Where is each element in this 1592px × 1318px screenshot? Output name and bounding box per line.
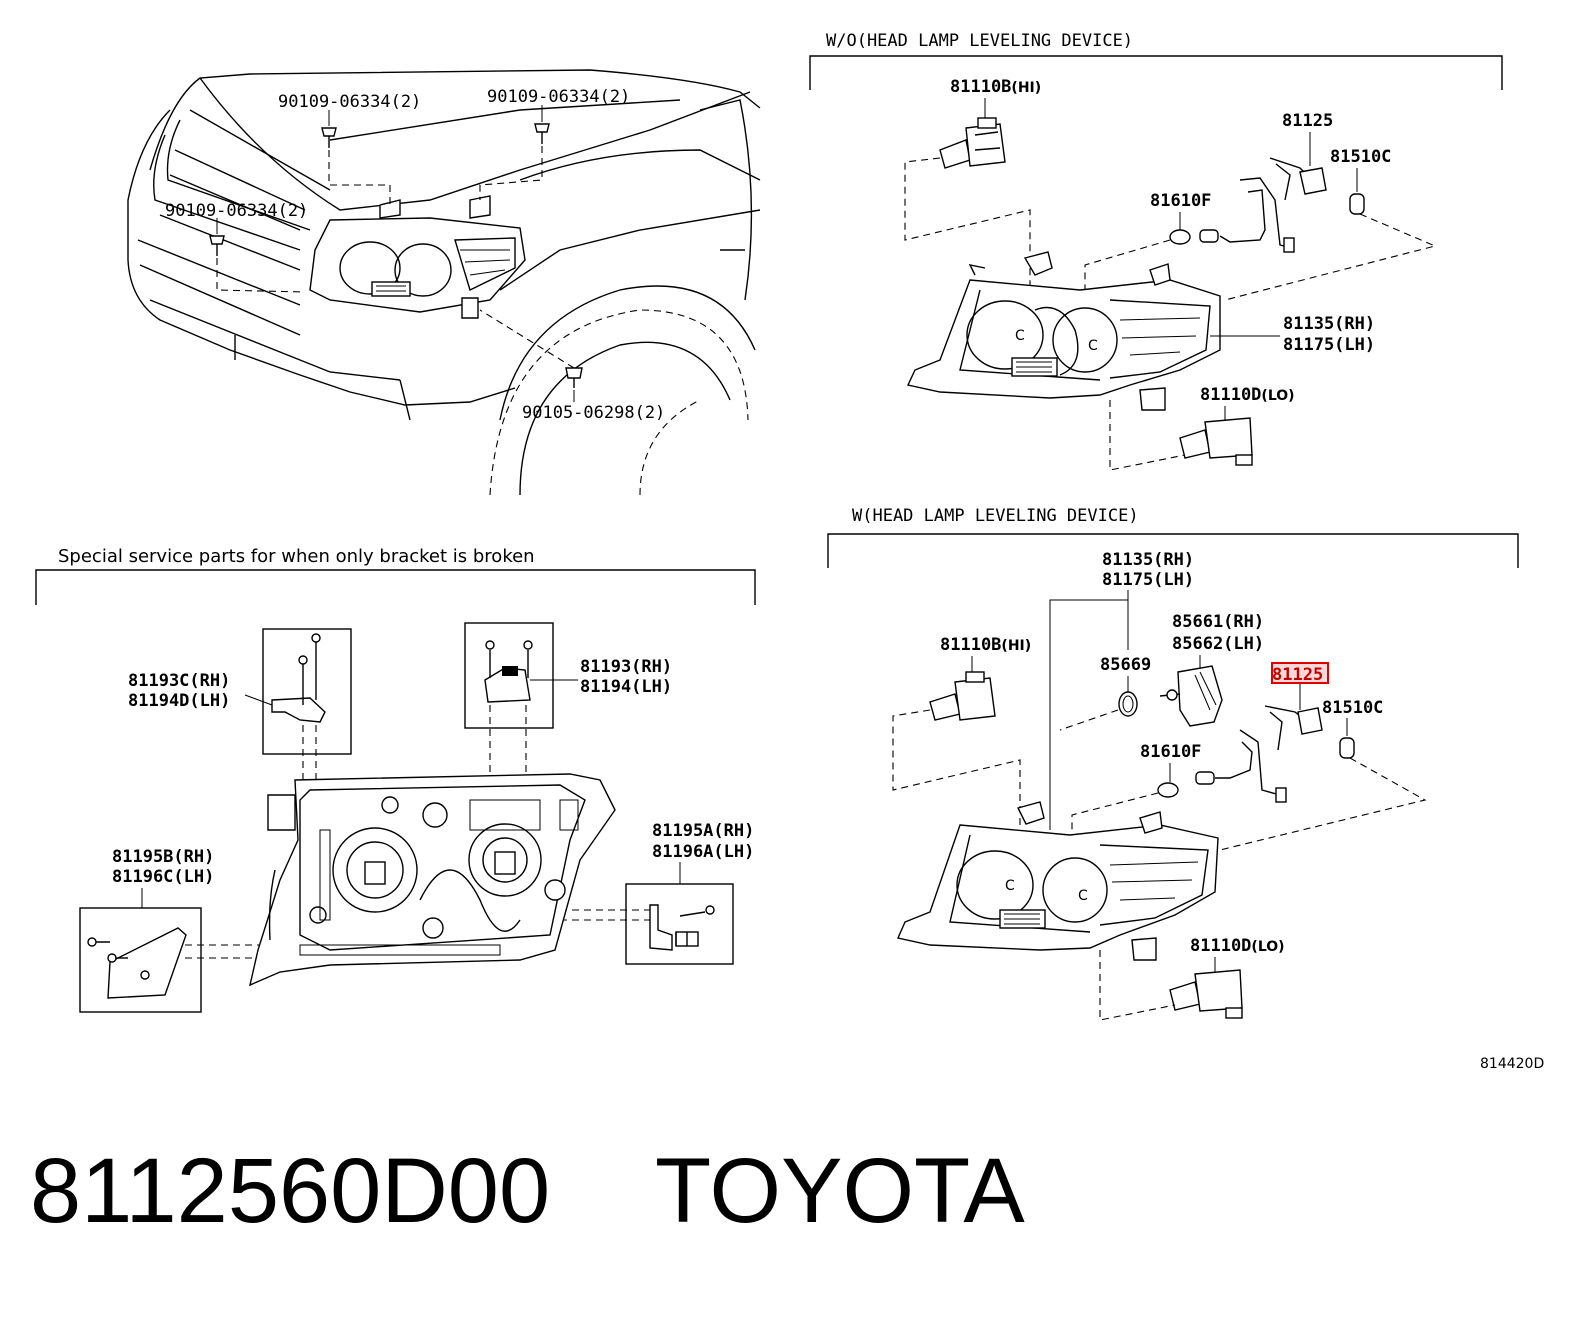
highlighted-part-box bbox=[1271, 662, 1329, 684]
wo-unit-rh-label: 81135(RH) bbox=[1283, 314, 1375, 334]
section-title-special-service: Special service parts for when only brac… bbox=[58, 546, 535, 567]
part-number: 8112560D00 bbox=[30, 1140, 550, 1242]
wo-hi-bulb-label: 81110B(HI) bbox=[950, 77, 1041, 97]
lo-bulb-icon bbox=[1169, 969, 1243, 1019]
socket-wire-icon bbox=[1199, 157, 1327, 253]
bracket-box-3 bbox=[79, 907, 202, 1013]
wo-unit-lh-label: 81175(LH) bbox=[1283, 335, 1375, 355]
headlamp-unit-icon: C C bbox=[906, 251, 1221, 411]
bracket-2-lh-label: 81194(LH) bbox=[580, 677, 672, 697]
section-title-with-leveling: W(HEAD LAMP LEVELING DEVICE) bbox=[852, 506, 1139, 526]
cap-icon bbox=[1169, 229, 1191, 245]
svg-text:C: C bbox=[1005, 878, 1015, 894]
bracket-icon bbox=[87, 927, 187, 999]
vehicle-front-illustration: 90109-06334(2) 90109-06334(2) 90109-0633… bbox=[127, 69, 761, 496]
hi-bulb-icon bbox=[939, 117, 1006, 169]
w-motor-lh-label: 85662(LH) bbox=[1172, 634, 1264, 654]
bracket-icon bbox=[271, 633, 326, 723]
brand-name: TOYOTA bbox=[655, 1140, 1025, 1242]
o-ring-icon bbox=[1118, 691, 1138, 717]
bracket-icon bbox=[649, 904, 715, 951]
bolt-label-left: 90109-06334(2) bbox=[165, 201, 308, 221]
small-bulb-icon bbox=[1349, 193, 1365, 215]
wo-socket-label: 81125 bbox=[1282, 111, 1333, 131]
bracket-box-2 bbox=[464, 622, 554, 729]
bracket-4-rh-label: 81195A(RH) bbox=[652, 821, 754, 841]
w-cap-label: 81610F bbox=[1140, 742, 1201, 762]
bolt-label-top-left: 90109-06334(2) bbox=[278, 92, 421, 112]
w-unit-lh-label: 81175(LH) bbox=[1102, 570, 1194, 590]
w-unit-rh-label: 81135(RH) bbox=[1102, 550, 1194, 570]
w-oring-label: 85669 bbox=[1100, 655, 1151, 675]
bracket-1-rh-label: 81193C(RH) bbox=[128, 671, 230, 691]
wo-bulb-c-label: 81510C bbox=[1330, 147, 1391, 167]
headlamp-rear-view-icon bbox=[249, 773, 616, 987]
w-motor-rh-label: 85661(RH) bbox=[1172, 612, 1264, 632]
section-title-without-leveling: W/O(HEAD LAMP LEVELING DEVICE) bbox=[826, 31, 1133, 51]
bracket-2-rh-label: 81193(RH) bbox=[580, 657, 672, 677]
socket-wire-icon bbox=[1195, 705, 1323, 803]
figure-code: 814420D bbox=[1480, 1056, 1544, 1072]
special-service-section: Special service parts for when only brac… bbox=[35, 546, 756, 1013]
bolt-label-bottom: 90105-06298(2) bbox=[522, 403, 665, 423]
bracket-3-lh-label: 81196C(LH) bbox=[112, 867, 214, 887]
bolt-icon bbox=[209, 235, 225, 256]
with-leveling-section: W(HEAD LAMP LEVELING DEVICE) 81135(RH) 8… bbox=[827, 506, 1519, 1021]
hi-bulb-icon bbox=[929, 671, 996, 721]
bolt-label-top-right: 90109-06334(2) bbox=[487, 87, 630, 107]
bracket-icon bbox=[484, 640, 533, 703]
wo-cap-label: 81610F bbox=[1150, 191, 1211, 211]
bracket-box-1 bbox=[262, 628, 352, 755]
bolt-icon bbox=[321, 127, 337, 148]
svg-text:C: C bbox=[1078, 888, 1088, 904]
wo-lo-bulb-label: 81110D(LO) bbox=[1200, 385, 1295, 405]
svg-text:C: C bbox=[1088, 338, 1098, 354]
bolt-icon bbox=[534, 123, 550, 144]
headlamp-unit-icon: C C bbox=[897, 801, 1219, 961]
bracket-1-lh-label: 81194D(LH) bbox=[128, 691, 230, 711]
w-hi-bulb-label: 81110B(HI) bbox=[940, 635, 1031, 655]
bracket-3-rh-label: 81195B(RH) bbox=[112, 847, 214, 867]
leveling-motor-icon bbox=[1159, 665, 1223, 727]
bolt-icon bbox=[565, 367, 583, 388]
svg-text:C: C bbox=[1015, 328, 1025, 344]
bracket-box-4 bbox=[625, 883, 734, 965]
w-lo-bulb-label: 81110D(LO) bbox=[1190, 936, 1285, 956]
small-bulb-icon bbox=[1339, 737, 1355, 759]
bracket-4-lh-label: 81196A(LH) bbox=[652, 842, 754, 862]
without-leveling-section: W/O(HEAD LAMP LEVELING DEVICE) 81110B(HI… bbox=[809, 31, 1503, 471]
w-socket-highlighted-label: 81125 bbox=[1272, 665, 1323, 685]
w-bulb-c-label: 81510C bbox=[1322, 698, 1383, 718]
cap-icon bbox=[1157, 782, 1179, 798]
lo-bulb-icon bbox=[1179, 417, 1253, 466]
